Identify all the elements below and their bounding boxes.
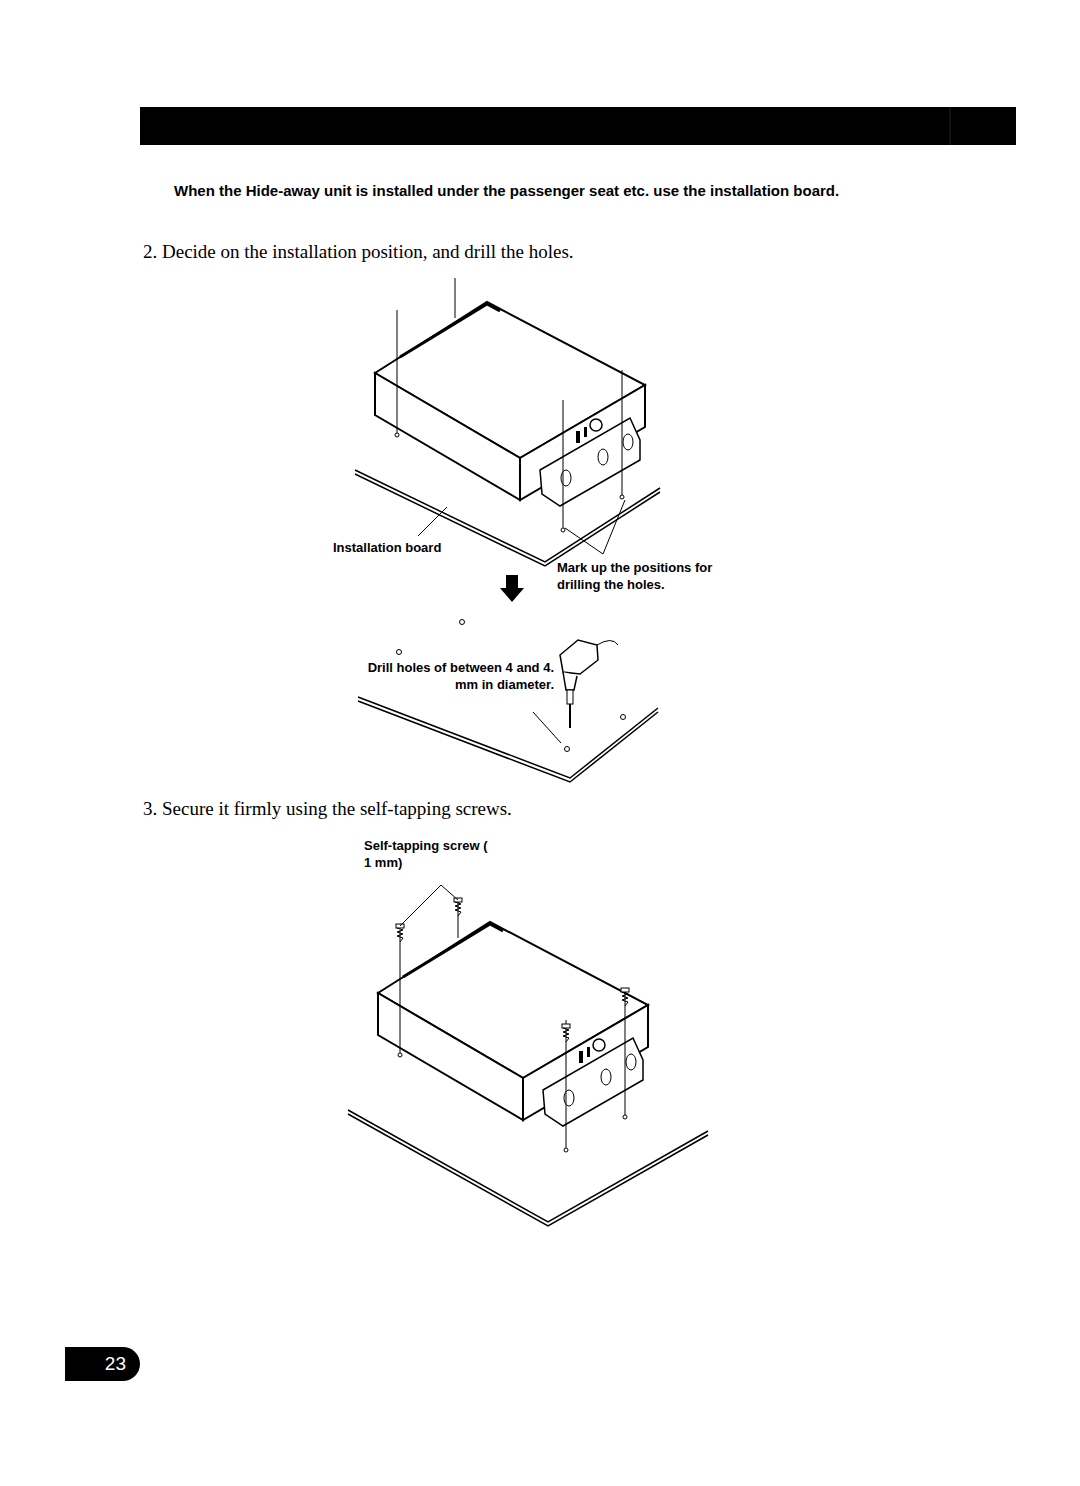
callout-text: Mark up the positions for drilling the h… — [557, 560, 737, 594]
step-text: 2. Decide on the installation position, … — [143, 240, 1043, 265]
part-label: Self-tapping screw ( 1 mm) — [364, 838, 496, 872]
page-number-tab: 23 — [65, 1347, 140, 1381]
note-text: When the Hide-away unit is installed und… — [174, 181, 914, 201]
step-text: 3. Secure it firmly using the self-tappi… — [143, 797, 1043, 822]
part-label: Installation board — [333, 540, 473, 557]
callout-text: Drill holes of between 4 and 4. mm in di… — [362, 660, 554, 694]
page-number: 23 — [105, 1353, 126, 1375]
